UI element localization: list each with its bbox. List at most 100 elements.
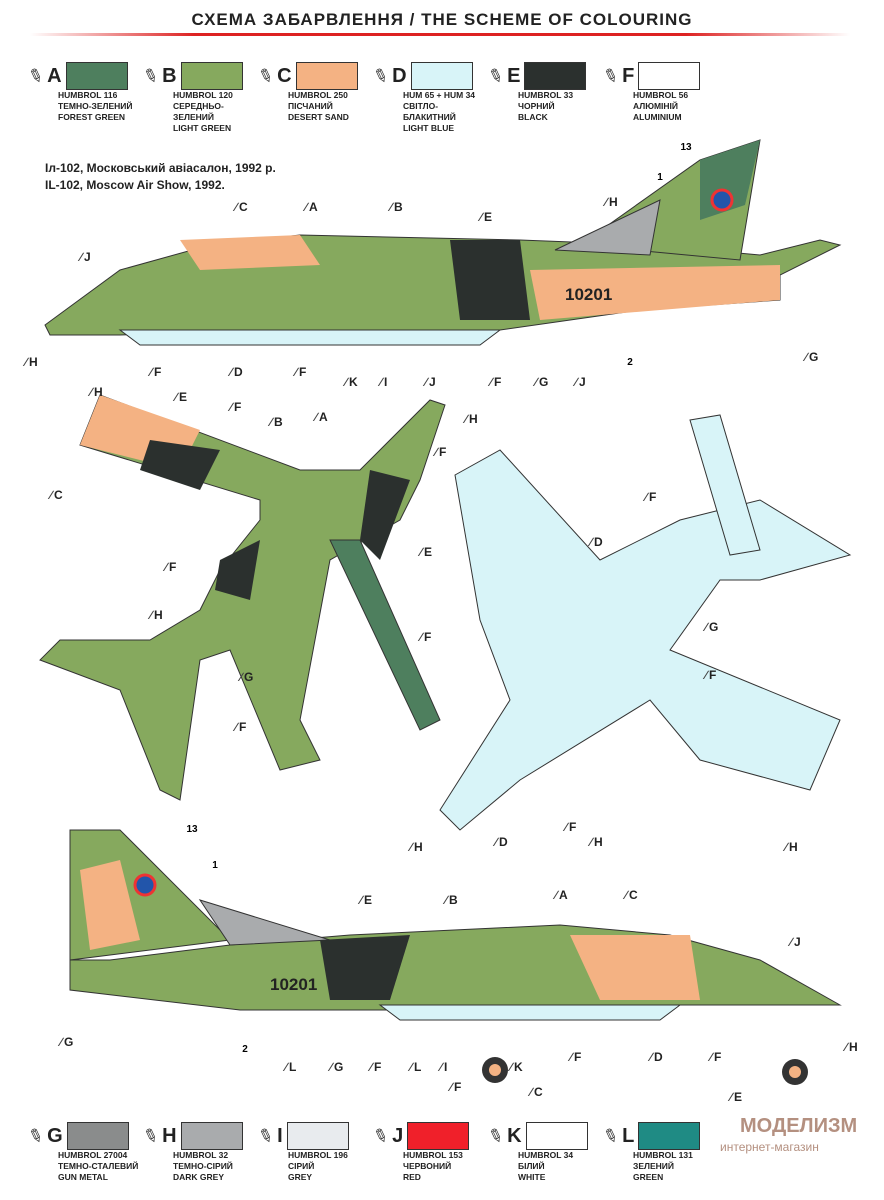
paint-code: HUMBROL 34 (518, 1150, 574, 1160)
paint-callout: G (705, 620, 718, 634)
caption-ua: Іл-102, Московський авіасалон, 1992 р. (45, 161, 276, 175)
paint-callout: B (445, 893, 458, 907)
paint-swatch-d: ✎ D HUM 65 + HUM 34 СВІТЛО-БЛАКИТНИЙ LIG… (370, 62, 488, 134)
paint-callout: H (150, 608, 163, 622)
paint-callout: E (480, 210, 492, 224)
paint-swatch-a: ✎ A HUMBROL 116 ТЕМНО-ЗЕЛЕНИЙ FOREST GRE… (25, 62, 143, 134)
paint-name-ua: ЗЕЛЕНИЙ (633, 1161, 674, 1171)
bottom-view (439, 414, 852, 831)
colour-box (525, 1122, 588, 1150)
paint-callout: J (425, 375, 436, 389)
colour-box (286, 1122, 349, 1150)
paint-callout: H (785, 840, 798, 854)
paint-swatch-b: ✎ B HUMBROL 120 СЕРЕДНЬО-ЗЕЛЕНИЙ LIGHT G… (140, 62, 258, 134)
caption-en: IL-102, Moscow Air Show, 1992. (45, 178, 225, 192)
paint-callout: F (565, 820, 576, 834)
colour-box (410, 62, 473, 90)
paint-legend-bottom: ✎ G HUMBROL 27004 ТЕМНО-СТАЛЕВИЙ GUN MET… (25, 1122, 868, 1183)
paint-code: HUMBROL 116 (58, 90, 118, 100)
paint-callout: E (175, 390, 187, 404)
paint-swatch-g: ✎ G HUMBROL 27004 ТЕМНО-СТАЛЕВИЙ GUN MET… (25, 1122, 143, 1183)
paint-callout: A (315, 410, 328, 424)
paint-callout: F (295, 365, 306, 379)
paint-name-ua: ЧОРНИЙ (518, 101, 555, 111)
paint-letter: D (392, 64, 407, 87)
paint-letter: C (277, 64, 292, 87)
paint-callout: D (495, 835, 508, 849)
colour-box (407, 1122, 470, 1150)
colour-box (638, 62, 701, 90)
paint-callout: I (380, 375, 387, 389)
paint-callout: F (450, 1080, 461, 1094)
paintbrush-icon: ✎ (25, 1123, 47, 1148)
paint-callout: K (510, 1060, 523, 1074)
paint-swatch-k: ✎ K HUMBROL 34 БІЛИЙ WHITE (485, 1122, 603, 1183)
side-view-right: 10201 (69, 829, 842, 1085)
decal-13-right: 13 (186, 824, 198, 835)
colour-box (180, 62, 243, 90)
paint-callout: L (285, 1060, 296, 1074)
paint-callout: F (230, 400, 241, 414)
paint-letter: G (47, 1124, 63, 1147)
paint-name-en: DESERT SAND (288, 112, 349, 122)
paint-letter: A (47, 64, 62, 87)
paint-swatch-e: ✎ E HUMBROL 33 ЧОРНИЙ BLACK (485, 62, 603, 134)
paint-callout: J (80, 250, 91, 264)
paint-callout: G (330, 1060, 343, 1074)
paint-callout: H (845, 1040, 858, 1054)
paint-callout: J (790, 935, 801, 949)
colour-box (638, 1122, 701, 1150)
paint-name-en: BLACK (518, 112, 548, 122)
paint-callout: J (575, 375, 586, 389)
title-divider (30, 33, 850, 36)
paint-callout: F (570, 1050, 581, 1064)
paint-callout: B (390, 200, 403, 214)
paint-swatch-j: ✎ J HUMBROL 153 ЧЕРВОНИЙ RED (370, 1122, 488, 1183)
colour-box (524, 62, 587, 90)
paint-callout: I (440, 1060, 447, 1074)
paint-callout: D (590, 535, 603, 549)
watermark-subtitle: интернет-магазин (720, 1140, 819, 1154)
paint-name-en: GREEN (633, 1172, 664, 1182)
paint-name-en: GREY (288, 1172, 313, 1182)
paint-callout: E (360, 893, 372, 907)
paint-code: HUMBROL 120 (173, 90, 233, 100)
decal-1: 1 (657, 172, 663, 183)
paint-callout: B (270, 415, 283, 429)
colour-box (65, 62, 128, 90)
paint-code: HUMBROL 32 (173, 1150, 229, 1160)
paintbrush-icon: ✎ (255, 1123, 277, 1148)
paint-callout: F (710, 1050, 721, 1064)
paint-letter: E (507, 64, 521, 87)
paint-callout: F (150, 365, 161, 379)
paint-swatch-h: ✎ H HUMBROL 32 ТЕМНО-СІРИЙ DARK GREY (140, 1122, 258, 1183)
paint-callout: G (535, 375, 548, 389)
paint-callout: H (590, 835, 603, 849)
paint-callout: F (490, 375, 501, 389)
paint-callout: F (165, 560, 176, 574)
paint-letter: K (507, 1124, 522, 1147)
paintbrush-icon: ✎ (485, 1123, 507, 1148)
paint-name-en: LIGHT BLUE (403, 123, 454, 133)
paintbrush-icon: ✎ (370, 1123, 392, 1148)
paint-callout: G (805, 350, 818, 364)
paint-code: HUMBROL 33 (518, 90, 574, 100)
paint-name-ua: ПІСЧАНИЙ (288, 101, 333, 111)
paintbrush-icon: ✎ (140, 1123, 162, 1148)
paint-name-en: LIGHT GREEN (173, 123, 232, 133)
paint-callout: F (705, 668, 716, 682)
paint-callout: C (50, 488, 63, 502)
paint-callout: H (605, 195, 618, 209)
paint-name-en: ALUMINIUM (633, 112, 682, 122)
paintbrush-icon: ✎ (600, 1123, 622, 1148)
paint-letter: I (277, 1124, 283, 1147)
decal-1-right: 1 (212, 860, 218, 871)
watermark-logo: МОДЕЛИЗМ (740, 1115, 858, 1137)
paint-callout: D (230, 365, 243, 379)
paint-letter: L (622, 1124, 635, 1147)
serial-number: 10201 (565, 285, 612, 304)
paint-callout: G (60, 1035, 73, 1049)
paint-letter: J (392, 1124, 404, 1147)
colour-box (66, 1122, 129, 1150)
